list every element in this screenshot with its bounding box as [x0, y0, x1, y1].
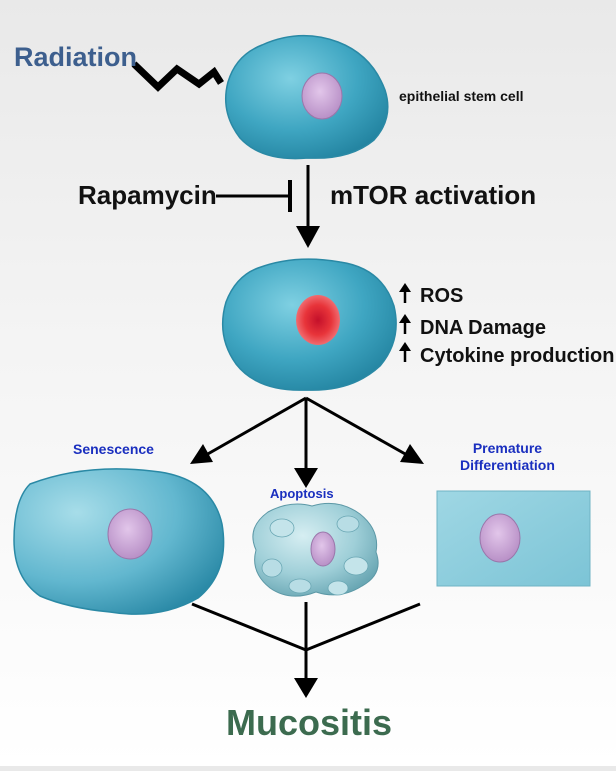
- differentiated-cell: [436, 490, 591, 587]
- apoptosis-nucleus: [310, 531, 336, 567]
- senescence-nucleus: [107, 508, 153, 560]
- radiation-label: Radiation: [14, 42, 138, 72]
- rapamycin-label: Rapamycin: [78, 180, 217, 210]
- premature-differentiation-label: Premature Differentiation: [460, 440, 555, 474]
- apoptosis-cell: [252, 502, 379, 597]
- stem-cell-label: epithelial stem cell: [399, 88, 524, 104]
- up-arrow-icon: [399, 314, 411, 334]
- effect-cytokine: Cytokine production: [420, 345, 615, 367]
- activated-cell: [221, 258, 397, 391]
- arrowhead-to-activated-cell: [296, 226, 320, 248]
- effect-dna-damage: DNA Damage: [420, 317, 546, 339]
- mtor-label: mTOR activation: [330, 180, 537, 210]
- stem-cell: [225, 34, 389, 160]
- damaged-nucleus: [296, 295, 340, 345]
- senescence-label: Senescence: [73, 441, 154, 457]
- branch-arrows: [190, 396, 424, 488]
- up-arrow-icon: [399, 342, 411, 362]
- up-arrow-icon: [399, 283, 411, 303]
- stem-cell-nucleus: [301, 72, 343, 120]
- apoptosis-label: Apoptosis: [270, 486, 334, 501]
- effect-ros: ROS: [420, 285, 464, 307]
- mucositis-label: Mucositis: [226, 702, 393, 743]
- premature-label-line1: Premature: [472, 440, 543, 456]
- senescence-cell: [13, 468, 225, 615]
- premature-label-line2: Differentiation: [460, 457, 555, 473]
- lightning-bolt-icon: [131, 61, 224, 92]
- differentiated-nucleus: [479, 513, 521, 563]
- converging-arrows: [191, 602, 421, 698]
